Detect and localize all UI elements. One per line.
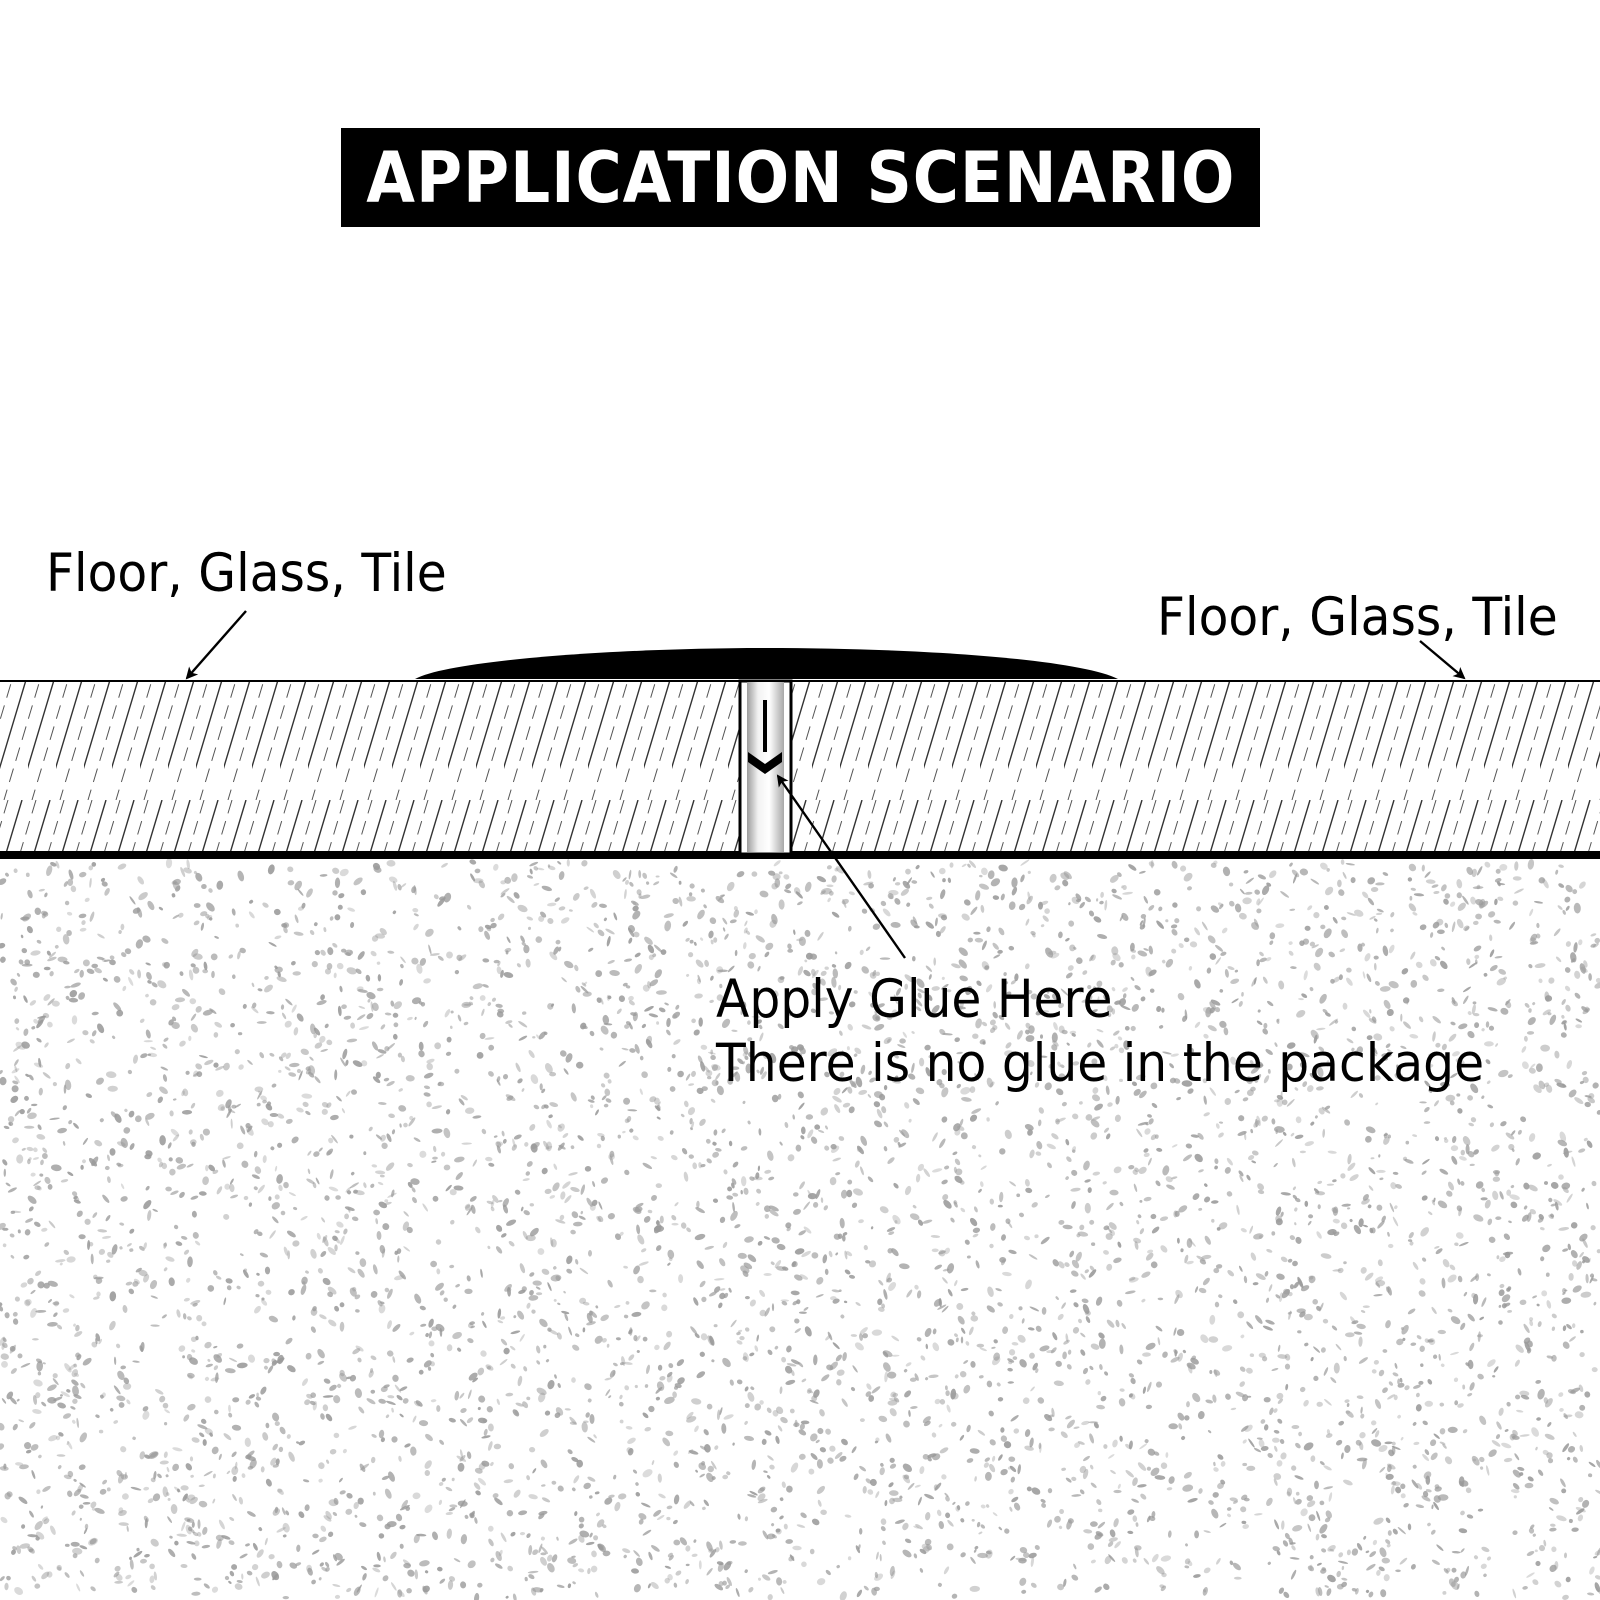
- leader-right: [1419, 640, 1466, 680]
- stem-barb-icon: [748, 752, 782, 774]
- glue-note-line1: Apply Glue Here: [716, 969, 1113, 1030]
- floor-layer-hatch: [0, 681, 1600, 854]
- leader-left: [185, 610, 247, 680]
- glue-note-line2: There is no glue in the package: [716, 1033, 1485, 1094]
- t-strip-cap: [415, 648, 1118, 679]
- right-surface-label: Floor, Glass, Tile: [1157, 587, 1558, 648]
- concrete-speckles: [0, 857, 1600, 1600]
- title-banner: APPLICATION SCENARIO: [341, 128, 1260, 227]
- left-surface-label: Floor, Glass, Tile: [46, 543, 447, 604]
- leader-glue: [776, 774, 906, 959]
- glue-note: Apply Glue Here There is no glue in the …: [716, 968, 1484, 1096]
- page-title: APPLICATION SCENARIO: [365, 136, 1236, 219]
- floor-bottom-line: [0, 851, 1600, 859]
